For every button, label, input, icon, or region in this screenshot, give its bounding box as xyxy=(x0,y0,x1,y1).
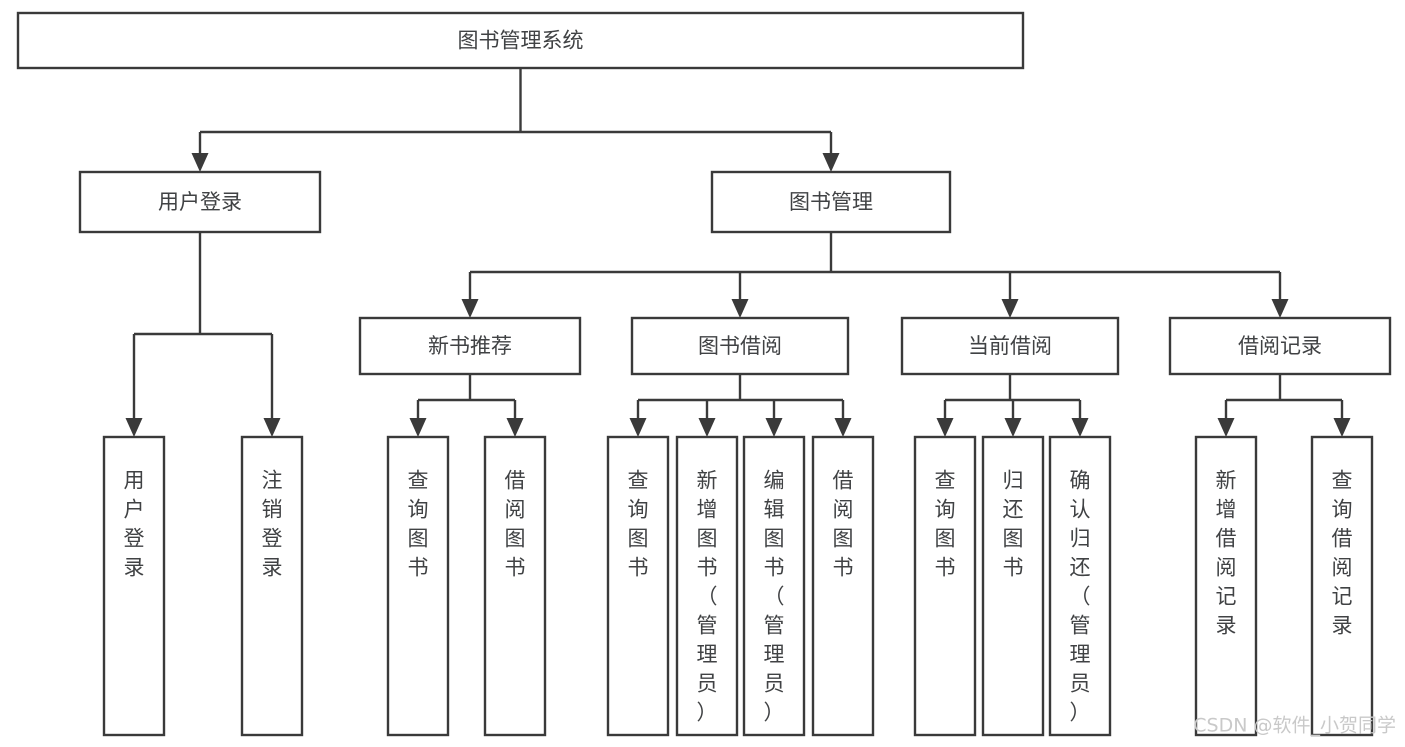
edge-group-1-arrow-1 xyxy=(698,418,716,437)
node-query-book-borrow[interactable]: 查询图书 xyxy=(606,435,670,737)
node-box-add-borrow-record xyxy=(1194,435,1258,737)
edge-root-arrow-0 xyxy=(191,153,209,172)
node-book-management[interactable]: 图书管理 xyxy=(710,170,952,234)
node-label-add-borrow-record: 新增借阅记录 xyxy=(1216,469,1237,638)
node-label-book-borrow: 图书借阅 xyxy=(698,334,782,358)
node-label-confirm-return-admin: 确认归还（管理员） xyxy=(1070,469,1091,725)
node-label-user-logout-action: 注销登录 xyxy=(262,469,283,580)
node-label-user-login: 用户登录 xyxy=(158,190,242,214)
node-label-root: 图书管理系统 xyxy=(458,29,584,53)
node-label-user-login-action: 用户登录 xyxy=(124,469,145,580)
edge-book-management-arrow-0 xyxy=(461,299,479,318)
edge-book-management-arrow-3 xyxy=(1271,299,1289,318)
node-borrow-record[interactable]: 借阅记录 xyxy=(1168,316,1392,376)
node-box-return-book xyxy=(981,435,1045,737)
node-query-borrow-record[interactable]: 查询借阅记录 xyxy=(1310,435,1374,737)
node-box-query-book-current xyxy=(913,435,977,737)
nodes-layer: 图书管理系统用户登录图书管理用户登录注销登录新书推荐图书借阅当前借阅借阅记录查询… xyxy=(16,11,1392,737)
edge-group-0-arrow-0 xyxy=(409,418,427,437)
node-label-borrow-record: 借阅记录 xyxy=(1238,334,1322,358)
node-new-book-recommend[interactable]: 新书推荐 xyxy=(358,316,582,376)
node-box-borrow-book-action xyxy=(811,435,875,737)
node-add-borrow-record[interactable]: 新增借阅记录 xyxy=(1194,435,1258,737)
node-label-edit-book-admin: 编辑图书（管理员） xyxy=(764,469,785,725)
node-box-edit-book-admin xyxy=(742,435,806,737)
node-user-logout-action[interactable]: 注销登录 xyxy=(240,435,304,737)
node-box-root xyxy=(16,11,1025,70)
node-box-user-login-action xyxy=(102,435,166,737)
node-user-login-action[interactable]: 用户登录 xyxy=(102,435,166,737)
edge-group-1-arrow-2 xyxy=(765,418,783,437)
node-query-book-recommend[interactable]: 查询图书 xyxy=(386,435,450,737)
node-borrow-book-recommend[interactable]: 借阅图书 xyxy=(483,435,547,737)
node-label-new-book-recommend: 新书推荐 xyxy=(428,334,512,358)
edges-layer xyxy=(125,68,1351,437)
node-add-book-admin[interactable]: 新增图书（管理员） xyxy=(675,435,739,737)
edge-book-management-arrow-2 xyxy=(1001,299,1019,318)
edge-group-2-arrow-2 xyxy=(1071,418,1089,437)
node-box-confirm-return-admin xyxy=(1048,435,1112,737)
node-edit-book-admin[interactable]: 编辑图书（管理员） xyxy=(742,435,806,737)
node-book-borrow[interactable]: 图书借阅 xyxy=(630,316,850,376)
node-box-query-book-borrow xyxy=(606,435,670,737)
node-box-current-borrow xyxy=(900,316,1120,376)
node-label-query-borrow-record: 查询借阅记录 xyxy=(1332,469,1353,638)
edge-group-3-arrow-0 xyxy=(1217,418,1235,437)
node-box-add-book-admin xyxy=(675,435,739,737)
node-box-user-logout-action xyxy=(240,435,304,737)
node-label-current-borrow: 当前借阅 xyxy=(968,334,1052,358)
node-box-borrow-book-recommend xyxy=(483,435,547,737)
node-box-query-book-recommend xyxy=(386,435,450,737)
node-return-book[interactable]: 归还图书 xyxy=(981,435,1045,737)
edge-user-login-arrow-0 xyxy=(125,418,143,437)
node-label-borrow-book-action: 借阅图书 xyxy=(833,469,854,580)
edge-group-0-arrow-1 xyxy=(506,418,524,437)
node-query-book-current[interactable]: 查询图书 xyxy=(913,435,977,737)
edge-root-arrow-1 xyxy=(822,153,840,172)
node-current-borrow[interactable]: 当前借阅 xyxy=(900,316,1120,376)
node-box-query-borrow-record xyxy=(1310,435,1374,737)
edge-group-1-arrow-0 xyxy=(629,418,647,437)
edge-group-3-arrow-1 xyxy=(1333,418,1351,437)
node-user-login[interactable]: 用户登录 xyxy=(78,170,322,234)
node-borrow-book-action[interactable]: 借阅图书 xyxy=(811,435,875,737)
node-box-borrow-record xyxy=(1168,316,1392,376)
watermark-label: CSDN @软件_小贺同学 xyxy=(1193,715,1396,737)
node-box-new-book-recommend xyxy=(358,316,582,376)
node-box-book-borrow xyxy=(630,316,850,376)
node-label-return-book: 归还图书 xyxy=(1003,469,1024,580)
edge-user-login-arrow-1 xyxy=(263,418,281,437)
node-label-add-book-admin: 新增图书（管理员） xyxy=(697,469,718,725)
node-box-user-login xyxy=(78,170,322,234)
node-confirm-return-admin[interactable]: 确认归还（管理员） xyxy=(1048,435,1112,737)
node-label-query-book-borrow: 查询图书 xyxy=(628,469,649,580)
edge-book-management-arrow-1 xyxy=(731,299,749,318)
node-label-query-book-current: 查询图书 xyxy=(935,469,956,580)
node-box-book-management xyxy=(710,170,952,234)
node-label-borrow-book-recommend: 借阅图书 xyxy=(505,469,526,580)
edge-group-1-arrow-3 xyxy=(834,418,852,437)
node-label-query-book-recommend: 查询图书 xyxy=(408,469,429,580)
node-label-book-management: 图书管理 xyxy=(789,190,873,214)
node-root[interactable]: 图书管理系统 xyxy=(16,11,1025,70)
edge-group-2-arrow-1 xyxy=(1004,418,1022,437)
edge-group-2-arrow-0 xyxy=(936,418,954,437)
